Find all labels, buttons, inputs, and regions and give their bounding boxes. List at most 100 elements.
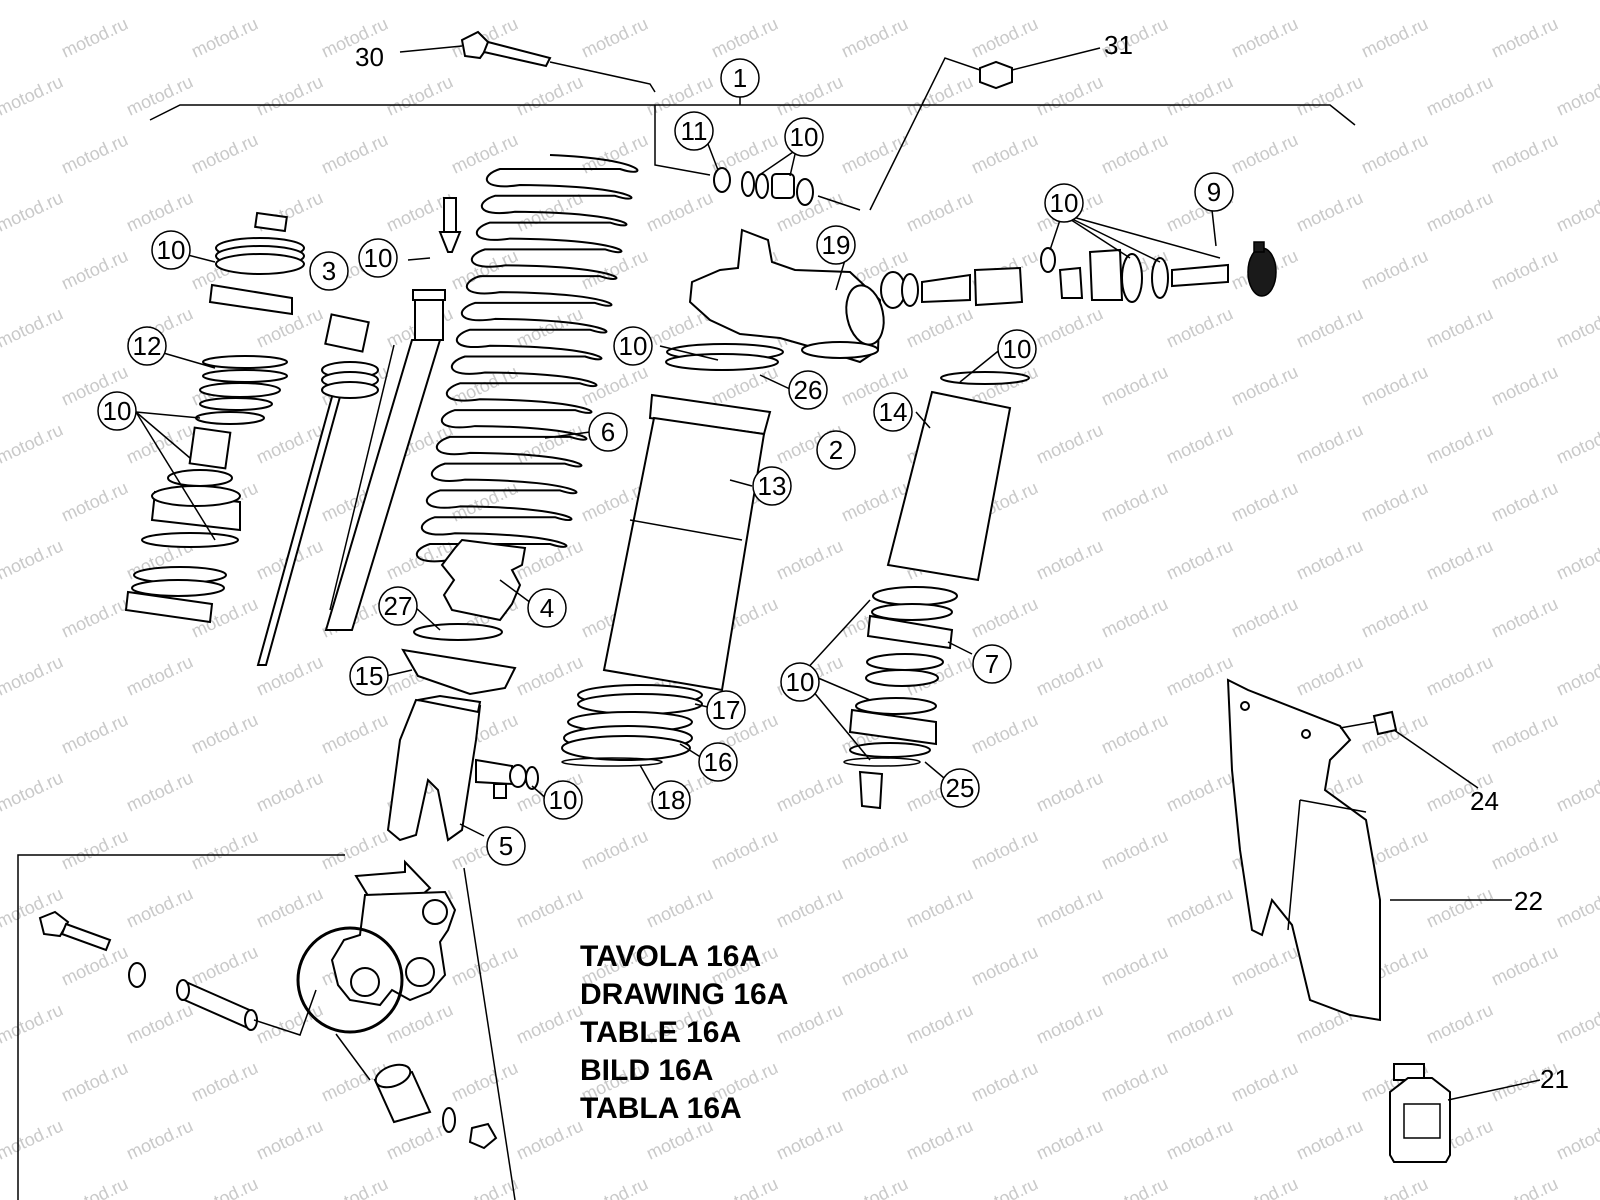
watermark-text: motod.ru: [968, 129, 1041, 177]
watermark-text: motod.ru: [1488, 1173, 1561, 1200]
watermark-text: motod.ru: [773, 0, 846, 4]
watermark-text: motod.ru: [1293, 303, 1366, 351]
part-22-mud-flap: [1226, 678, 1381, 1022]
watermark-text: motod.ru: [1098, 1173, 1171, 1200]
watermark-text: motod.ru: [123, 419, 196, 467]
watermark-text: motod.ru: [448, 1173, 521, 1200]
callout-24: 24: [1470, 786, 1499, 816]
watermark-text: motod.ru: [0, 187, 66, 235]
watermark-text: motod.ru: [1033, 651, 1106, 699]
watermark-text: motod.ru: [1358, 245, 1431, 293]
part-4-bump-stop: [440, 538, 527, 622]
callout-circle: [527, 588, 567, 628]
watermark-text: motod.ru: [1488, 825, 1561, 873]
watermark-text: motod.ru: [1033, 1115, 1106, 1163]
watermark-text: motod.ru: [1293, 187, 1366, 235]
watermark-text: motod.ru: [188, 941, 261, 989]
watermark-text: motod.ru: [968, 709, 1041, 757]
callout-bubble-10a: 10: [784, 117, 824, 157]
watermark-text: motod.ru: [448, 1057, 521, 1105]
watermark-text: motod.ru: [123, 0, 196, 4]
watermark-text: motod.ru: [58, 825, 131, 873]
callout-number: 10: [157, 235, 186, 265]
watermark-text: motod.ru: [58, 941, 131, 989]
callout-number: 14: [879, 397, 908, 427]
watermark-text: motod.ru: [1553, 71, 1600, 119]
watermark-text: motod.ru: [1293, 0, 1366, 4]
callout-number: 12: [133, 331, 162, 361]
watermark-text: motod.ru: [0, 13, 1, 61]
callout-bubble-10d: 10: [151, 230, 191, 270]
callout-number: 10: [786, 667, 815, 697]
watermark-text: motod.ru: [838, 129, 911, 177]
watermark-text: motod.ru: [1033, 535, 1106, 583]
callout-number: 18: [657, 785, 686, 815]
watermark-text: motod.ru: [643, 0, 716, 4]
title-line-en-table: TABLE 16A: [580, 1016, 741, 1049]
watermark-text: motod.ru: [903, 71, 976, 119]
watermark-text: motod.ru: [1228, 941, 1301, 989]
watermark-text: motod.ru: [708, 13, 781, 61]
watermark-text: motod.ru: [1228, 1173, 1301, 1200]
callout-circle: [358, 238, 398, 278]
leader-lines: [135, 143, 1541, 1101]
watermark-text: motod.ru: [708, 1173, 781, 1200]
watermark-text: motod.ru: [1033, 999, 1106, 1047]
watermark-text: motod.ru: [1423, 187, 1496, 235]
watermark-text: motod.ru: [253, 1115, 326, 1163]
callout-number: 10: [619, 331, 648, 361]
callout-bubble-18: 18: [651, 780, 691, 820]
watermark-text: motod.ru: [0, 999, 66, 1047]
watermark-text: motod.ru: [0, 0, 66, 4]
callout-bubble-1: 1: [720, 58, 760, 98]
watermark-text: motod.ru: [318, 825, 391, 873]
watermark-text: motod.ru: [1423, 999, 1496, 1047]
watermark-text: motod.ru: [1358, 477, 1431, 525]
watermark-text: motod.ru: [0, 941, 1, 989]
watermark-text: motod.ru: [1098, 593, 1171, 641]
part-5-lower-clevis: [386, 694, 539, 842]
watermark-text: motod.ru: [773, 883, 846, 931]
watermark-text: motod.ru: [1423, 0, 1496, 4]
watermark-text: motod.ru: [1358, 361, 1431, 409]
callout-circle: [151, 230, 191, 270]
watermark-text: motod.ru: [0, 1173, 1, 1200]
watermark-text: motod.ru: [123, 1115, 196, 1163]
callout-number: 10: [549, 785, 578, 815]
callout-number: 10: [364, 243, 393, 273]
watermark-text: motod.ru: [1098, 825, 1171, 873]
watermark-text: motod.ru: [1163, 999, 1236, 1047]
callout-bubble-12: 12: [127, 326, 167, 366]
callout-circle: [788, 370, 828, 410]
callout-circle: [588, 412, 628, 452]
callout-30: 30: [355, 42, 384, 72]
watermark-text: motod.ru: [1553, 303, 1600, 351]
part-9-compression-adjuster: [880, 241, 1277, 309]
watermark-text: motod.ru: [448, 245, 521, 293]
watermark-text: motod.ru: [513, 0, 586, 4]
watermark-text: motod.ru: [1358, 593, 1431, 641]
watermark-text: motod.ru: [903, 1115, 976, 1163]
watermark-text: motod.ru: [1553, 767, 1600, 815]
callout-circle: [816, 430, 856, 470]
watermark-text: motod.ru: [0, 303, 66, 351]
watermark-text: motod.ru: [578, 129, 651, 177]
watermark-text: motod.ru: [1553, 535, 1600, 583]
watermark-text: motod.ru: [1098, 361, 1171, 409]
callout-circle: [1194, 172, 1234, 212]
callout-bubble-15: 15: [349, 656, 389, 696]
watermark-text: motod.ru: [0, 245, 1, 293]
watermark-text: motod.ru: [188, 825, 261, 873]
callout-circle: [972, 644, 1012, 684]
watermark-text: motod.ru: [1163, 1115, 1236, 1163]
callout-bubble-7: 7: [972, 644, 1012, 684]
callout-31: 31: [1104, 30, 1133, 60]
watermark-text: motod.ru: [0, 651, 66, 699]
watermark-text: motod.ru: [448, 129, 521, 177]
watermark-text: motod.ru: [643, 883, 716, 931]
watermark-text: motod.ru: [0, 709, 1, 757]
watermark-text: motod.ru: [513, 999, 586, 1047]
watermark-text: motod.ru: [58, 709, 131, 757]
watermark-text: motod.ru: [903, 0, 976, 4]
